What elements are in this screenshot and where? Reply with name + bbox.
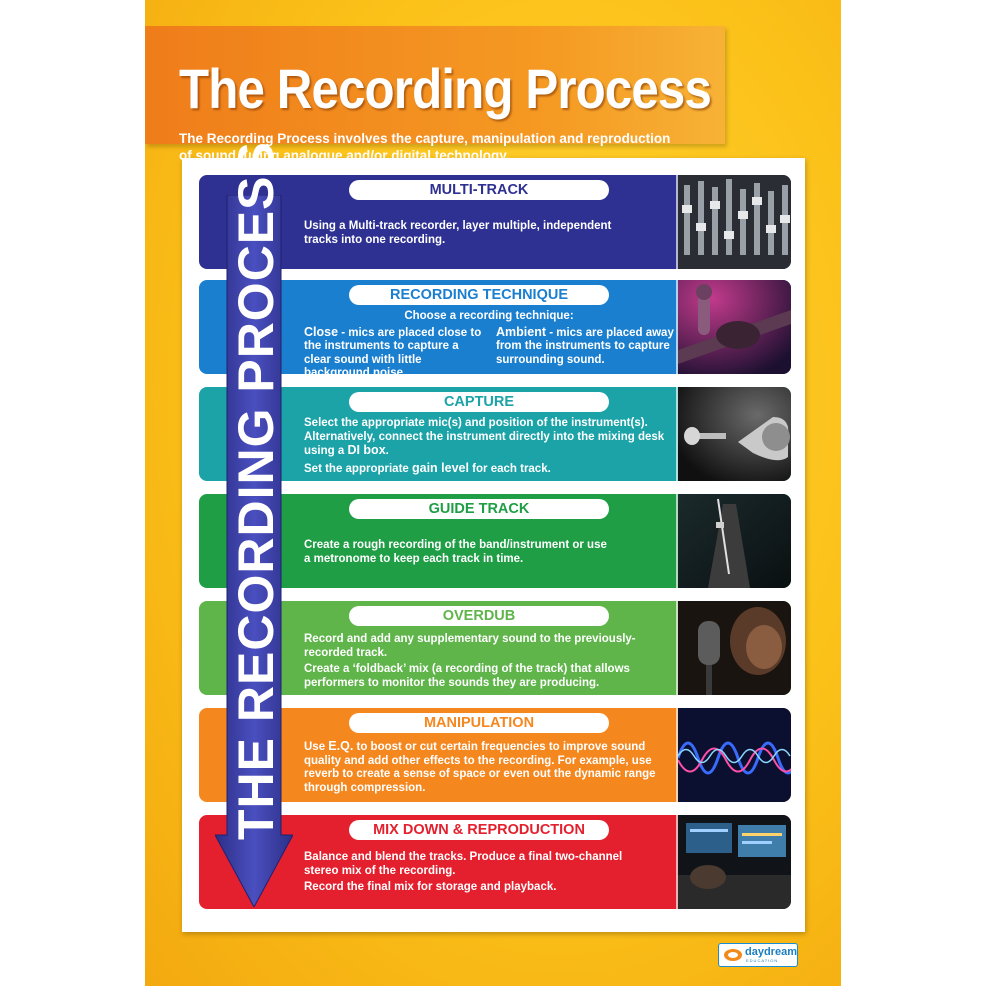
step-manipulation: MANIPULATION Use E.Q. to boost or cut ce… (199, 708, 791, 802)
overdub-paragraph-1: Record and add any supplementary sound t… (304, 633, 636, 659)
daydream-logo-icon (724, 949, 742, 961)
step-body: Balance and blend the tracks. Produce a … (304, 851, 644, 898)
step-multi-track: MULTI-TRACK Using a Multi-track recorder… (199, 175, 791, 269)
body-line: tracks into one recording. (304, 233, 446, 246)
eq-term: E.Q. (328, 739, 354, 753)
step-body: Create a rough recording of the band/ins… (304, 539, 669, 566)
step-title: RECORDING TECHNIQUE (349, 285, 609, 305)
step-body: Select the appropriate mic(s) and positi… (304, 417, 684, 479)
title-banner: The Recording Process The Recording Proc… (145, 26, 725, 163)
capture-paragraph-1: Select the appropriate mic(s) and positi… (304, 417, 684, 459)
overdub-paragraph-2: Create a ‘foldback’ mix (a recording of … (304, 663, 630, 689)
mixdown-paragraph-2: Record the final mix for storage and pla… (304, 881, 557, 893)
step-body: Record and add any supplementary sound t… (304, 633, 684, 693)
step-body: Using a Multi-track recorder, layer mult… (304, 220, 669, 247)
close-term: Close (304, 324, 339, 339)
step-overdub: OVERDUB Record and add any supplementary… (199, 601, 791, 695)
capture-paragraph-2: Set the appropriate gain level for each … (304, 460, 684, 477)
step-title: OVERDUB (349, 606, 609, 626)
step-capture: CAPTURE Select the appropriate mic(s) an… (199, 387, 791, 481)
page-title: The Recording Process (179, 57, 712, 120)
microphone-trumpet-photo (676, 387, 791, 481)
intro-line-1: The Recording Process involves the captu… (179, 131, 671, 146)
close-technique: Close - mics are placed close to the ins… (304, 324, 482, 375)
step-title: GUIDE TRACK (349, 499, 609, 519)
gain-text: Set the appropriate (304, 462, 412, 475)
logo-name: daydream (745, 946, 797, 958)
ambient-technique: Ambient - mics are placed away from the … (496, 324, 674, 375)
technique-intro: Choose a recording technique: (404, 310, 574, 322)
ambient-description: - mics are placed away from the instrume… (496, 326, 674, 366)
step-recording-technique: RECORDING TECHNIQUE Choose a recording t… (199, 280, 791, 374)
capture-text: Select the appropriate mic(s) and positi… (304, 417, 665, 457)
process-arrow (215, 195, 293, 907)
metronome-photo (676, 494, 791, 588)
guitar-recording-photo (676, 280, 791, 374)
mixdown-paragraph-1: Balance and blend the tracks. Produce a … (304, 851, 623, 877)
singer-microphone-photo (676, 601, 791, 695)
step-title: MIX DOWN & REPRODUCTION (349, 820, 609, 840)
technique-columns: Close - mics are placed close to the ins… (304, 324, 674, 375)
step-body: Choose a recording technique: Close - mi… (304, 310, 674, 374)
daydream-logo: daydream EDUCATION (718, 943, 798, 967)
logo-subtitle: EDUCATION (746, 958, 779, 963)
close-description: - mics are placed close to the instrumen… (304, 326, 482, 375)
manipulation-paragraph: Use E.Q. to boost or cut certain frequen… (304, 739, 674, 795)
capture-text-end: . (385, 445, 389, 457)
step-title: CAPTURE (349, 392, 609, 412)
di-box-term: DI box (347, 443, 386, 457)
poster: The Recording Process The Recording Proc… (145, 0, 841, 986)
step-title: MULTI-TRACK (349, 180, 609, 200)
sound-wave-photo (676, 708, 791, 802)
body-line: Create a rough recording of the band/ins… (304, 539, 607, 551)
body-line: a metronome to keep each track in time. (304, 552, 524, 565)
body-line: Using a Multi-track recorder, layer mult… (304, 220, 612, 232)
manipulation-text-start: Use (304, 741, 329, 753)
step-title: MANIPULATION (349, 713, 609, 733)
step-body: Use E.Q. to boost or cut certain frequen… (304, 739, 674, 798)
studio-screens-photo (676, 815, 791, 909)
gain-text-end: for each track. (468, 462, 551, 475)
gain-level-term: gain level (412, 460, 469, 475)
ambient-term: Ambient (496, 324, 546, 339)
manipulation-text: to boost or cut certain frequencies to i… (304, 741, 656, 794)
mixing-desk-photo (676, 175, 791, 269)
step-mix-down: MIX DOWN & REPRODUCTION Balance and blen… (199, 815, 791, 909)
arrow-title: THE RECORDING PROCESS (228, 141, 284, 840)
steps-panel: MULTI-TRACK Using a Multi-track recorder… (182, 158, 805, 932)
step-guide-track: GUIDE TRACK Create a rough recording of … (199, 494, 791, 588)
